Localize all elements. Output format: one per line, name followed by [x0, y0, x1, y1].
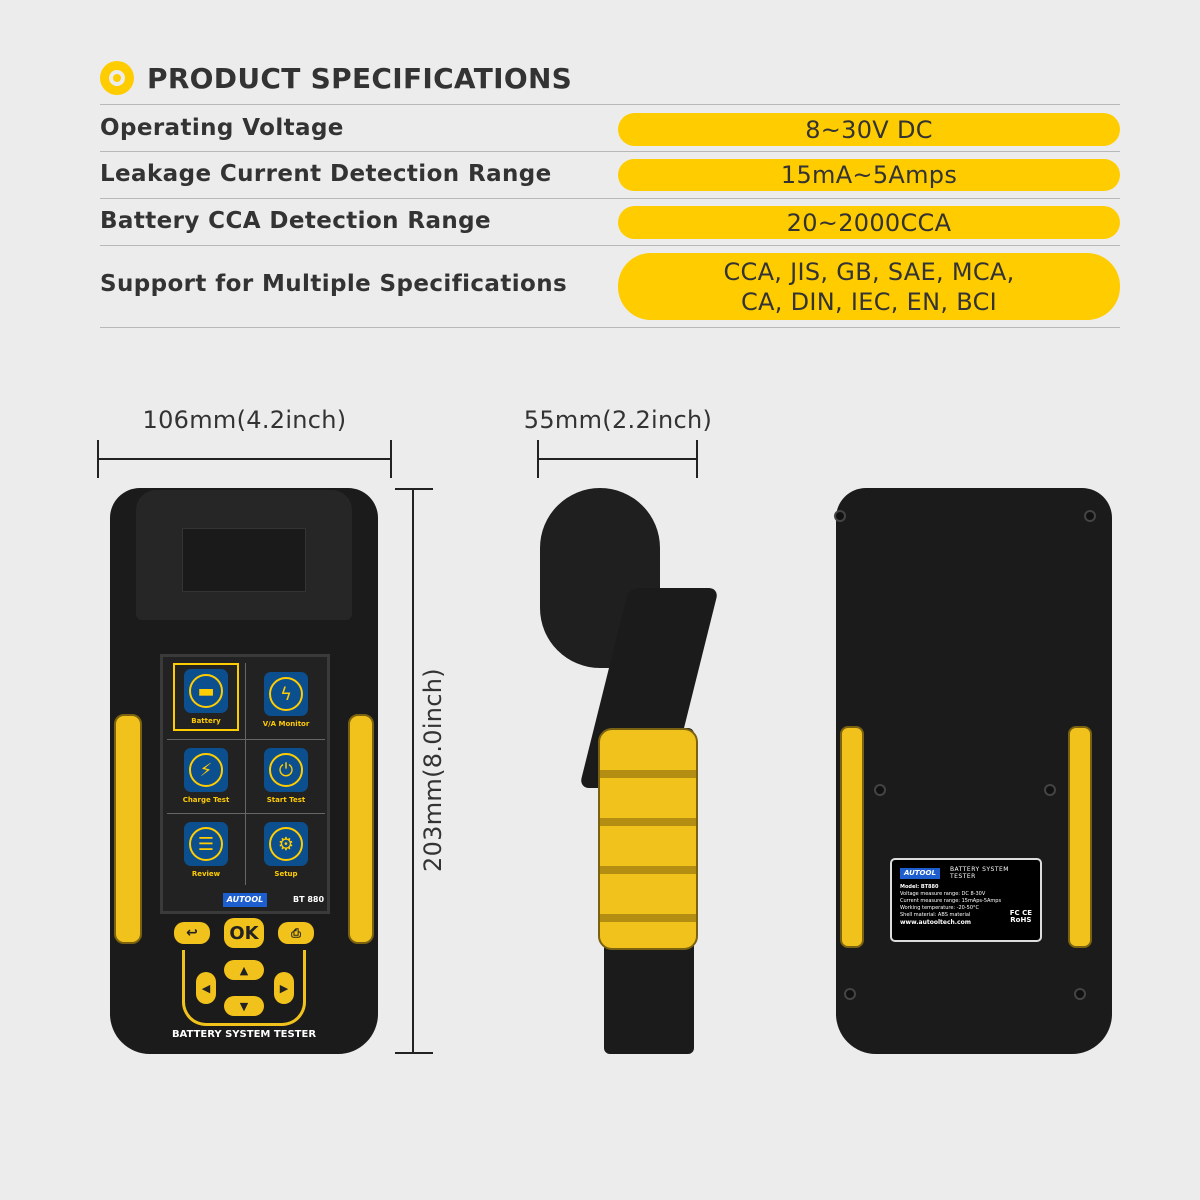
spec-label: Leakage Current Detection Range: [100, 161, 552, 187]
battery-icon: ▬: [189, 674, 223, 708]
brand-logo: AUTOOL: [900, 867, 940, 879]
spec-value: 20~2000CCA: [618, 206, 1120, 239]
up-button[interactable]: ▲: [224, 960, 264, 980]
sticker-line: Working temperature: -20-50°C: [900, 905, 980, 911]
menu-label: Review: [191, 870, 221, 878]
width-dimension: 106mm(4.2inch): [142, 406, 347, 434]
menu-start-test[interactable]: ⏻ Start Test: [247, 739, 325, 813]
screw-icon: [834, 510, 846, 522]
spec-label: Battery CCA Detection Range: [100, 208, 491, 234]
side-grip: [348, 714, 374, 944]
lightning-icon: ϟ: [269, 677, 303, 711]
screw-icon: [1084, 510, 1096, 522]
charge-icon: ⚡: [189, 753, 223, 787]
dimension-line: [538, 458, 698, 460]
divider: [100, 104, 1120, 105]
spec-label: Support for Multiple Specifications: [100, 271, 568, 297]
dimension-tick: [395, 1052, 433, 1054]
menu-label: V/A Monitor: [262, 720, 310, 728]
spec-value: CCA, JIS, GB, SAE, MCA,CA, DIN, IEC, EN,…: [618, 253, 1120, 320]
certification-mark: FC CE: [1009, 909, 1032, 917]
dimension-tick: [537, 440, 539, 478]
dimension-line: [412, 488, 414, 1054]
certification-mark: RoHS: [1010, 916, 1032, 924]
sticker-line: Model: BT880: [900, 884, 939, 890]
front-label: BATTERY SYSTEM TESTER: [171, 1029, 317, 1040]
side-grip: [1068, 726, 1092, 948]
spec-value: 15mA~5Amps: [618, 159, 1120, 191]
menu-battery[interactable]: ▬ Battery: [173, 663, 239, 731]
header-circle-icon: [100, 61, 134, 95]
sticker-line: Voltage measure range: DC 8-30V: [900, 891, 986, 897]
side-grip: [114, 714, 142, 944]
spec-value: 8~30V DC: [618, 113, 1120, 146]
power-icon: ⏻: [269, 753, 303, 787]
divider: [100, 151, 1120, 152]
menu-setup[interactable]: ⚙ Setup: [247, 813, 325, 887]
menu-label: Battery: [191, 717, 221, 725]
menu-label: Charge Test: [182, 796, 230, 804]
menu-charge-test[interactable]: ⚡ Charge Test: [167, 739, 245, 813]
depth-dimension: 55mm(2.2inch): [523, 406, 713, 434]
page-title: PRODUCT SPECIFICATIONS: [147, 62, 573, 95]
sticker-url: www.autooltech.com: [900, 919, 971, 926]
side-grip: [598, 728, 698, 950]
left-button[interactable]: ◀: [196, 972, 216, 1004]
gear-icon: ⚙: [269, 827, 303, 861]
side-grip: [840, 726, 864, 948]
dimension-line: [98, 458, 391, 460]
sticker-line: Shell material: ABS material: [900, 912, 971, 918]
right-button[interactable]: ▶: [274, 972, 294, 1004]
screw-icon: [874, 784, 886, 796]
review-icon: ☰: [189, 827, 223, 861]
paper-slot: [182, 528, 306, 592]
divider: [100, 327, 1120, 328]
down-button[interactable]: ▼: [224, 996, 264, 1016]
screw-icon: [1074, 988, 1086, 1000]
menu-review[interactable]: ☰ Review: [167, 813, 245, 887]
sticker-title: BATTERY SYSTEM: [949, 866, 1009, 873]
height-dimension: 203mm(8.0inch): [419, 668, 447, 872]
device-side: [540, 488, 719, 1054]
dimension-tick: [390, 440, 392, 478]
dimension-tick: [97, 440, 99, 478]
model-label: BT 880: [293, 895, 325, 904]
divider: [100, 198, 1120, 199]
sticker-title: TESTER: [949, 873, 976, 880]
back-button[interactable]: ↩: [174, 922, 210, 944]
dimension-tick: [696, 440, 698, 478]
sticker-line: Current measure range: 15mAps-5Amps: [900, 898, 1002, 904]
dpad-frame: [182, 950, 306, 1026]
spec-label: Operating Voltage: [100, 115, 344, 141]
divider: [100, 245, 1120, 246]
screw-icon: [844, 988, 856, 1000]
ok-button[interactable]: OK: [224, 918, 264, 948]
menu-label: Start Test: [266, 796, 306, 804]
screw-icon: [1044, 784, 1056, 796]
print-button[interactable]: ⎙: [278, 922, 314, 944]
dimension-tick: [395, 488, 433, 490]
brand-logo: AUTOOL: [223, 893, 267, 907]
menu-label: Setup: [274, 870, 298, 878]
